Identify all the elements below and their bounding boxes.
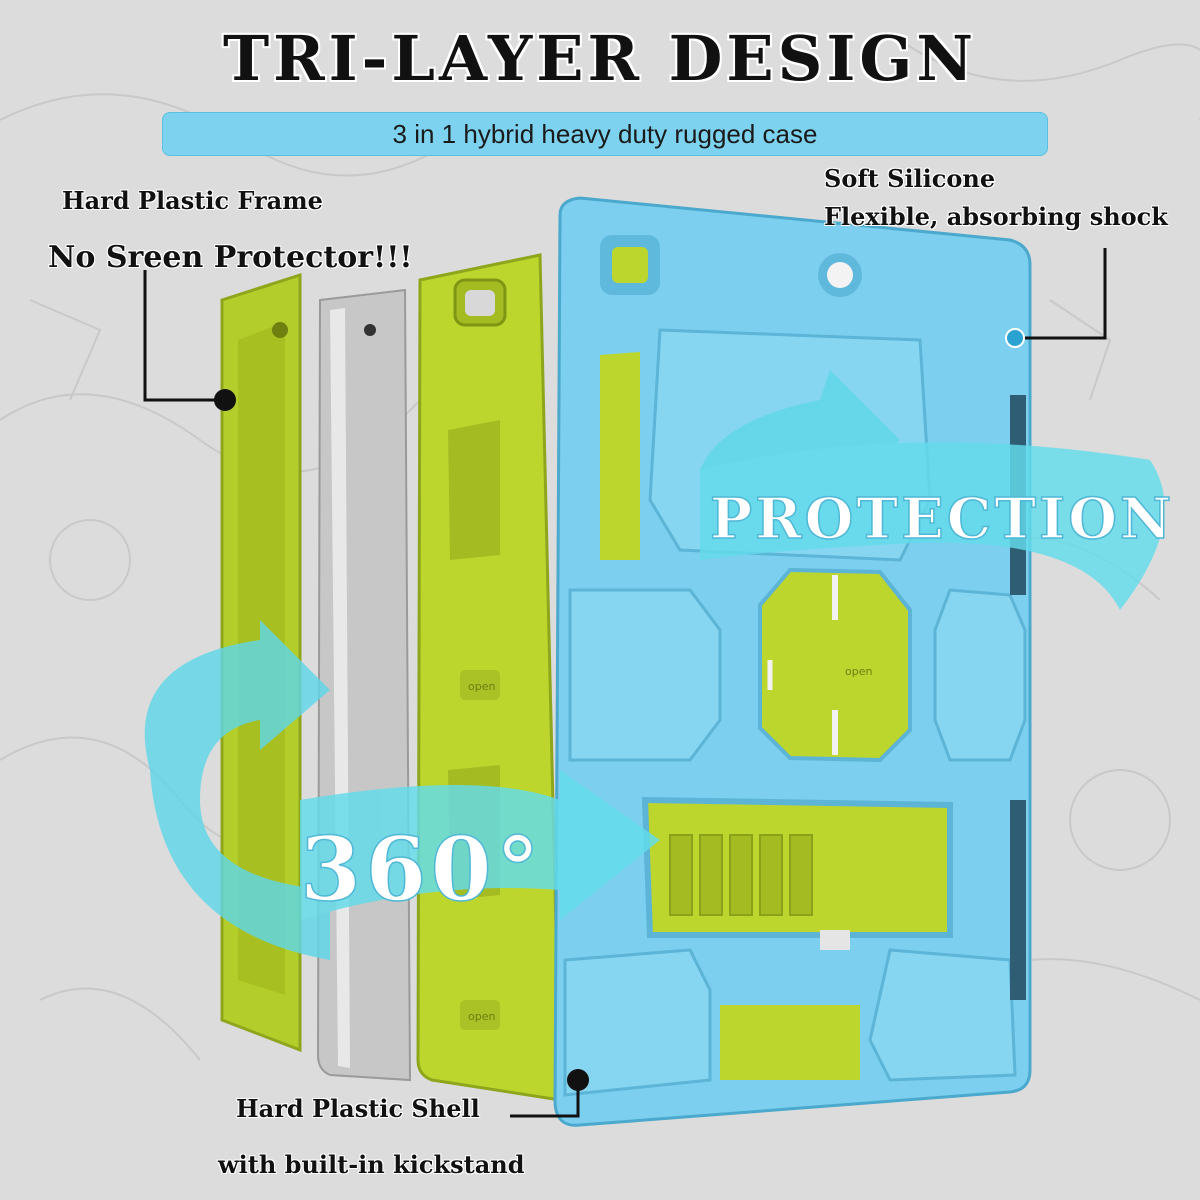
degrees-label: 360° (300, 817, 544, 921)
frame-callout-dot (214, 389, 236, 411)
page-title: TRI-LAYER DESIGN (222, 22, 978, 95)
open-tag-2: open (468, 1010, 495, 1023)
open-tag-1: open (468, 680, 495, 693)
shell-callout-title: Hard Plastic Shell (236, 1094, 480, 1123)
silicone-callout-desc: Flexible, absorbing shock (824, 202, 1168, 231)
green-inner-shell-illustration (416, 253, 562, 1102)
frame-callout-warning: No Sreen Protector!!! (48, 240, 413, 275)
rotation-arrow (144, 620, 660, 960)
silicone-callout-title: Soft Silicone (824, 164, 996, 193)
open-tag-3: open (845, 665, 872, 678)
protection-label: PROTECTION (710, 486, 1174, 552)
shell-callout-desc: with built-in kickstand (218, 1150, 525, 1179)
frame-callout-title: Hard Plastic Frame (62, 186, 323, 215)
subtitle-banner: 3 in 1 hybrid heavy duty rugged case (162, 112, 1048, 156)
silicone-callout-dot (1005, 328, 1025, 348)
protection-arrow (700, 370, 1165, 610)
shell-callout-dot (567, 1069, 589, 1091)
tablet-illustration (316, 288, 412, 1082)
callout-lines (143, 248, 1107, 1118)
blue-silicone-cover-illustration (553, 196, 1032, 1127)
